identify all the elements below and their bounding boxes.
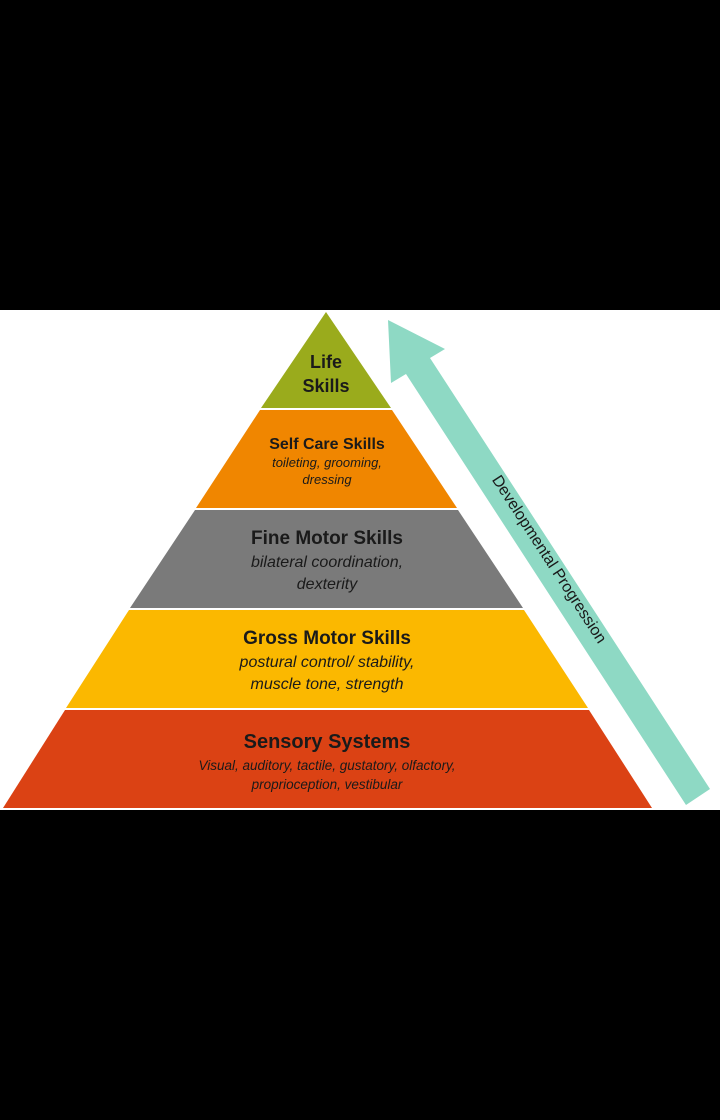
progression-arrow: [388, 320, 710, 805]
gross-title: Gross Motor Skills: [243, 628, 411, 649]
life-title-2: Skills: [302, 376, 349, 396]
fine-sub-2: dexterity: [297, 576, 358, 593]
level-gross-motor: [66, 610, 588, 708]
fine-title: Fine Motor Skills: [251, 528, 403, 549]
level-sensory: [3, 710, 652, 808]
selfcare-sub-2: dressing: [302, 472, 352, 487]
gross-sub-2: muscle tone, strength: [251, 676, 404, 693]
life-title-1: Life: [310, 352, 342, 372]
sensory-sub-2: proprioception, vestibular: [251, 777, 403, 792]
selfcare-sub-1: toileting, grooming,: [272, 455, 382, 470]
level-fine-motor: [130, 510, 523, 608]
level-life-skills: [261, 312, 391, 408]
sensory-title: Sensory Systems: [244, 731, 411, 753]
gross-sub-1: postural control/ stability,: [239, 654, 415, 671]
fine-sub-1: bilateral coordination,: [251, 554, 403, 571]
sensory-sub-1: Visual, auditory, tactile, gustatory, ol…: [198, 758, 455, 773]
selfcare-title: Self Care Skills: [269, 436, 385, 453]
level-self-care: [196, 410, 457, 508]
